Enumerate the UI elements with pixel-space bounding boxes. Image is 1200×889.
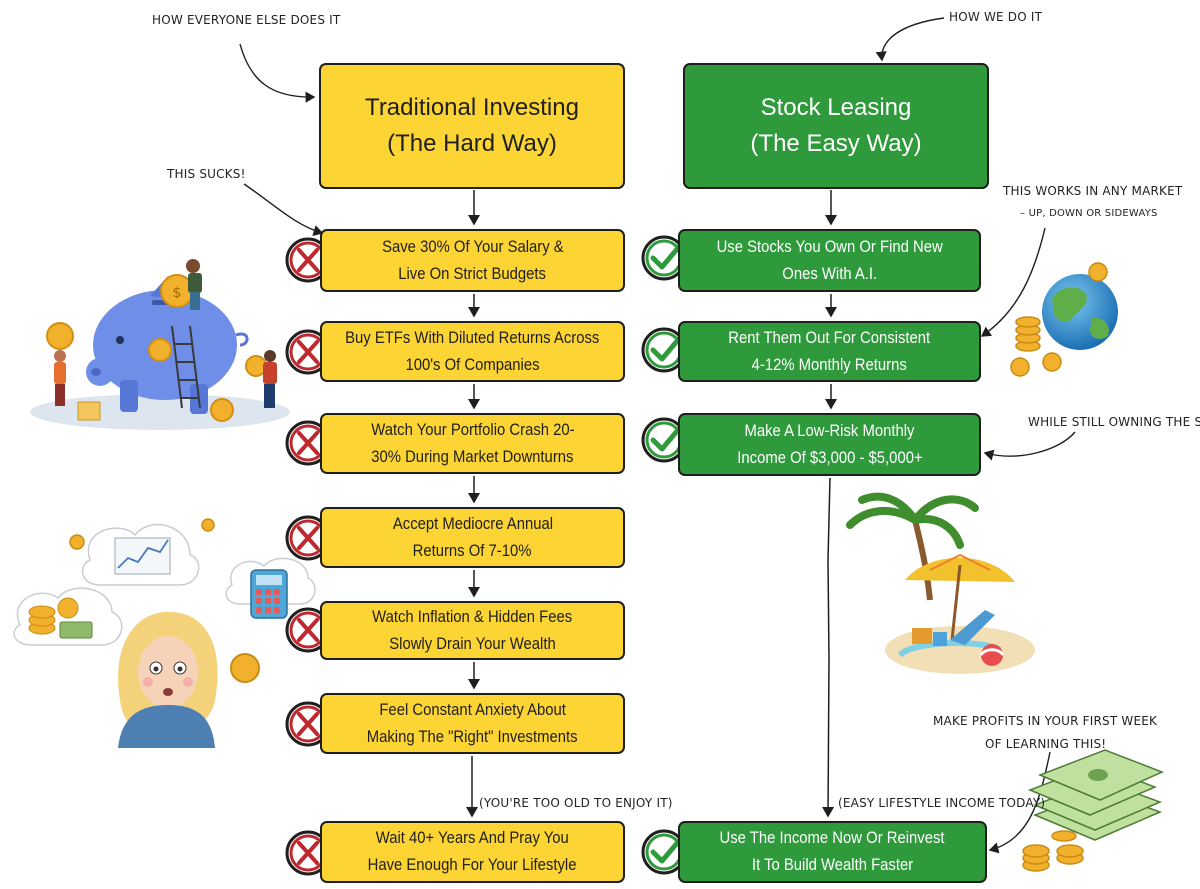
annotation-still-owning: WHILE STILL OWNING THE STOCKS: [1028, 415, 1200, 429]
step-line: Use Stocks You Own Or Find New: [716, 237, 943, 256]
step-line: 4-12% Monthly Returns: [751, 355, 908, 374]
traditional-step-2: Buy ETFs With Diluted Returns Across 100'…: [320, 321, 625, 382]
annotation-how-everyone-else: HOW EVERYONE ELSE DOES IT: [152, 13, 341, 27]
step-line: Have Enough For Your Lifestyle: [368, 856, 577, 874]
annotation-how-we-do-it: HOW WE DO IT: [949, 10, 1043, 24]
traditional-step-1: Save 30% Of Your Salary & Live On Strict …: [320, 229, 625, 292]
cross-circle-icon: [285, 420, 331, 466]
leasing-step-4: Use The Income Now Or Reinvest It To Buil…: [678, 821, 987, 883]
right-connectors: [822, 190, 837, 818]
cross-icons: [285, 237, 331, 876]
annotation-easy-lifestyle: (EASY LIFESTYLE INCOME TODAY): [838, 796, 1046, 810]
step-line: Watch Inflation & Hidden Fees: [372, 607, 573, 626]
step-line: Wait 40+ Years And Pray You: [375, 829, 570, 847]
piggy-bank-illustration: $: [30, 259, 290, 430]
leasing-header-box: Stock Leasing (The Easy Way): [683, 63, 989, 189]
step-line: Ones With A.I.: [782, 264, 877, 283]
step-line: Rent Them Out For Consistent: [728, 328, 931, 347]
step-line: Watch Your Portfolio Crash 20-: [370, 420, 575, 439]
cross-circle-icon: [285, 701, 331, 747]
traditional-title: Traditional Investing: [365, 94, 579, 121]
leasing-step-2: Rent Them Out For Consistent 4-12% Monthl…: [678, 321, 981, 382]
step-line: Live On Strict Budgets: [398, 264, 547, 283]
money-stack-illustration: [1022, 749, 1164, 872]
annotation-arrows: [239, 17, 1076, 854]
annotation-too-old: (YOU'RE TOO OLD TO ENJOY IT): [479, 796, 673, 810]
traditional-header-box: Traditional Investing (The Hard Way): [319, 63, 625, 189]
step-line: It To Build Wealth Faster: [751, 856, 914, 874]
globe-coins-illustration: [1010, 262, 1118, 377]
traditional-step-3: Watch Your Portfolio Crash 20- 30% During…: [320, 413, 625, 474]
step-line: Accept Mediocre Annual: [392, 514, 553, 533]
step-line: Save 30% Of Your Salary &: [381, 237, 564, 256]
traditional-subtitle: (The Hard Way): [387, 130, 557, 157]
step-line: 30% During Market Downturns: [371, 447, 574, 466]
step-line: Making The "Right" Investments: [367, 727, 578, 746]
leasing-subtitle: (The Easy Way): [750, 130, 922, 157]
svg-text:$: $: [173, 285, 182, 301]
step-line: Income Of $3,000 - $5,000+: [736, 448, 923, 467]
annotation-this-sucks: THIS SUCKS!: [167, 167, 246, 181]
step-line: Slowly Drain Your Wealth: [389, 634, 556, 653]
step-line: Feel Constant Anxiety About: [379, 700, 566, 719]
left-connectors: [466, 190, 480, 818]
step-line: Use The Income Now Or Reinvest: [719, 829, 946, 847]
beach-illustration: [846, 492, 1035, 674]
cross-circle-icon: [285, 237, 331, 283]
step-line: Buy ETFs With Diluted Returns Across: [345, 328, 600, 347]
step-line: 100's Of Companies: [405, 355, 540, 374]
step-line: Make A Low-Risk Monthly: [744, 421, 915, 440]
cross-circle-icon: [285, 830, 331, 876]
annotation-learning-this: OF LEARNING THIS!: [985, 737, 1107, 751]
anxious-woman-illustration: [13, 518, 316, 748]
check-circle-icon: [641, 325, 691, 373]
leasing-title: Stock Leasing: [760, 94, 912, 121]
step-line: Returns Of 7-10%: [413, 541, 532, 560]
annotation-first-week: MAKE PROFITS IN YOUR FIRST WEEK: [933, 714, 1158, 728]
annotation-up-down-sideways: – UP, DOWN OR SIDEWAYS: [1020, 208, 1158, 219]
annotation-any-market: THIS WORKS IN ANY MARKET: [1003, 184, 1183, 198]
